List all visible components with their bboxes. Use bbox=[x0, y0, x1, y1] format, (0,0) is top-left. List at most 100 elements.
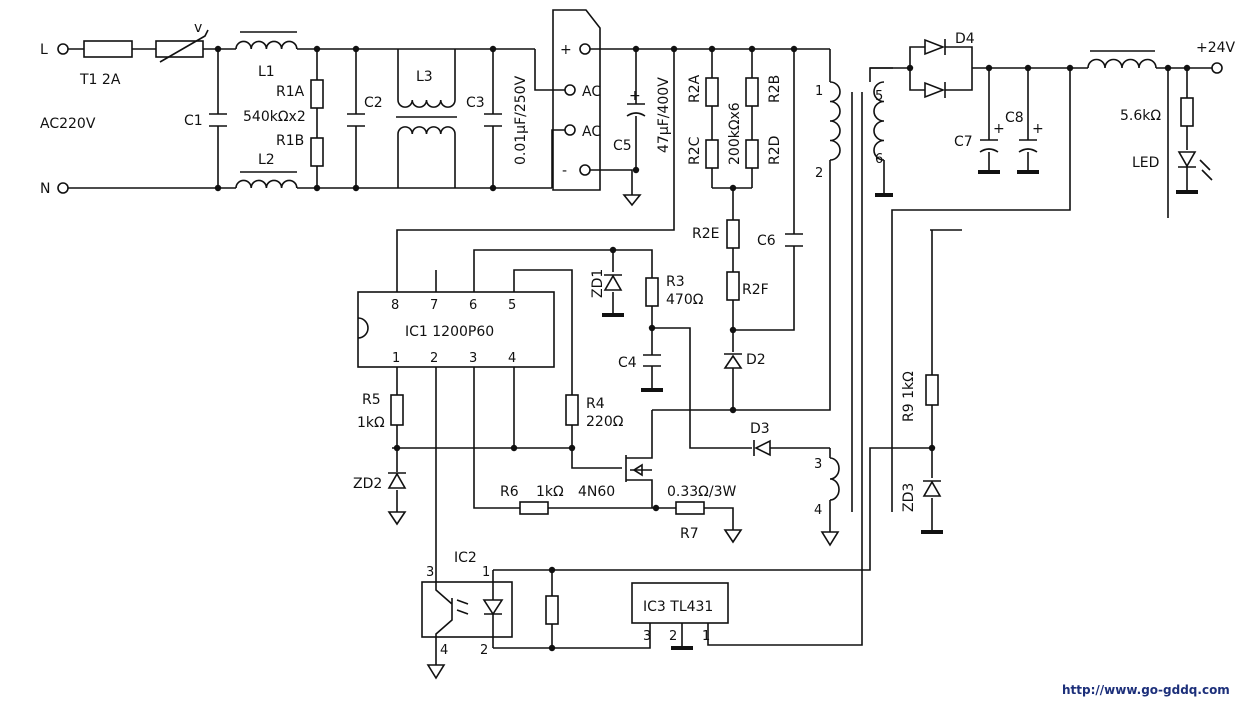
choke-l3-bottom bbox=[397, 126, 456, 135]
c8-label: C8 bbox=[1005, 110, 1024, 126]
fuse bbox=[83, 40, 133, 58]
l2-label: L2 bbox=[258, 152, 275, 168]
zd1-label: ZD1 bbox=[590, 269, 606, 298]
output-voltage: +24V bbox=[1196, 40, 1236, 56]
ic1-pin8: 8 bbox=[391, 298, 399, 313]
primary-winding bbox=[829, 81, 841, 161]
c3-value: 0.01μF/250V bbox=[513, 75, 529, 165]
r6-value: 1kΩ bbox=[536, 484, 564, 500]
c5-plus: + bbox=[629, 88, 641, 104]
r2f-label: R2F bbox=[742, 282, 769, 298]
bridge-rectifier: + AC AC - bbox=[552, 9, 830, 207]
fuse-label: T1 2A bbox=[79, 72, 121, 88]
l1-label: L1 bbox=[258, 64, 275, 80]
ic1-pin6: 6 bbox=[469, 298, 477, 313]
tx-pin5: 5 bbox=[875, 89, 883, 104]
tx-pin2: 2 bbox=[815, 166, 823, 181]
tx-pin6: 6 bbox=[875, 152, 883, 167]
r2e-label: R2E bbox=[692, 226, 719, 242]
r4-label: R4 bbox=[586, 396, 605, 412]
c3-label: C3 bbox=[466, 95, 485, 111]
d2-label: D2 bbox=[746, 352, 766, 368]
l-terminal-label: L bbox=[40, 42, 48, 58]
transformer: 1 2 5 6 3 4 bbox=[652, 49, 893, 547]
choke-l3-top bbox=[397, 99, 456, 108]
c5-value: 47μF/400V bbox=[656, 77, 672, 153]
feedback-section: IC2 3 1 4 2 IC3 TL431 3 2 1 R9 1kΩ ZD3 bbox=[421, 229, 962, 680]
led-resistor-value: 5.6kΩ bbox=[1120, 108, 1161, 124]
ic1-pin5: 5 bbox=[508, 298, 516, 313]
inductor-l2 bbox=[235, 179, 298, 189]
ic1-body bbox=[357, 291, 555, 368]
bridge-plus: + bbox=[560, 42, 572, 58]
drive-section: ZD1 R3 470Ω C4 D3 R4 220Ω 4N60 R5 1kΩ ZD… bbox=[353, 250, 830, 544]
zd2-label: ZD2 bbox=[353, 476, 382, 492]
n-terminal bbox=[57, 182, 69, 194]
c5-label: C5 bbox=[613, 138, 632, 154]
junctions bbox=[214, 45, 1191, 652]
c2-label: C2 bbox=[364, 95, 383, 111]
c8-plus: + bbox=[1032, 121, 1044, 137]
c7-plus: + bbox=[993, 121, 1005, 137]
ic2-pin2: 2 bbox=[480, 643, 488, 658]
ic1-pin4: 4 bbox=[508, 351, 516, 366]
ic3-pin1: 1 bbox=[702, 629, 710, 644]
ic1-pin1: 1 bbox=[392, 351, 400, 366]
startup-network: R2A 200kΩx6 R2B R2C R2D R2E R2F D2 C6 bbox=[687, 49, 803, 410]
input-voltage-label: AC220V bbox=[40, 116, 96, 132]
ic1-controller: IC1 1200P60 8 7 6 5 1 2 3 4 bbox=[357, 49, 675, 575]
ic2-pin1: 1 bbox=[482, 565, 490, 580]
r1-value: 540kΩx2 bbox=[243, 109, 306, 125]
r9-label: R9 1kΩ bbox=[901, 371, 917, 422]
tx-pin4: 4 bbox=[814, 503, 822, 518]
n-terminal-label: N bbox=[40, 181, 50, 197]
ic1-pin3: 3 bbox=[469, 351, 477, 366]
r2a-label: R2A bbox=[687, 74, 703, 103]
ic2-label: IC2 bbox=[454, 550, 477, 566]
mosfet-label: 4N60 bbox=[578, 484, 615, 500]
l-terminal bbox=[57, 43, 69, 55]
ic3-pin3: 3 bbox=[643, 629, 651, 644]
ic3-label: IC3 TL431 bbox=[643, 599, 713, 615]
r2b-label: R2B bbox=[767, 75, 783, 103]
c7-label: C7 bbox=[954, 134, 973, 150]
zd3-label: ZD3 bbox=[901, 483, 917, 512]
varistor-label: v bbox=[194, 20, 202, 36]
ic1-pin2: 2 bbox=[430, 351, 438, 366]
r1a-label: R1A bbox=[276, 84, 305, 100]
r1b-label: R1B bbox=[276, 133, 304, 149]
bridge-ac2: AC bbox=[582, 124, 601, 140]
tx-pin3: 3 bbox=[814, 457, 822, 472]
tx-pin1: 1 bbox=[815, 84, 823, 99]
bridge-minus: - bbox=[562, 163, 567, 179]
r7-value: 0.33Ω/3W bbox=[667, 484, 736, 500]
ic3-tl431 bbox=[631, 582, 729, 624]
r5-value: 1kΩ bbox=[357, 415, 385, 431]
ic2-pin4: 4 bbox=[440, 643, 448, 658]
r6-label: R6 bbox=[500, 484, 519, 500]
r2c-label: R2C bbox=[687, 136, 703, 165]
ic2-pin3: 3 bbox=[426, 565, 434, 580]
c1-label: C1 bbox=[184, 113, 203, 129]
l3-label: L3 bbox=[416, 69, 433, 85]
r3-value: 470Ω bbox=[666, 292, 704, 308]
r5-label: R5 bbox=[362, 392, 381, 408]
inductor-l1 bbox=[235, 40, 298, 50]
output-section: D4 + C7 + C8 +24V 5.6kΩ LED bbox=[891, 31, 1236, 512]
d3-label: D3 bbox=[750, 421, 770, 437]
bulk-capacitor-c5: + C5 47μF/400V bbox=[613, 49, 672, 170]
varistor bbox=[155, 40, 204, 58]
ic2-optocoupler bbox=[421, 581, 513, 638]
ic1-name: IC1 1200P60 bbox=[405, 324, 494, 340]
r2-value: 200kΩx6 bbox=[727, 102, 743, 165]
r3-label: R3 bbox=[666, 274, 685, 290]
r4-value: 220Ω bbox=[586, 414, 624, 430]
led-label: LED bbox=[1132, 155, 1159, 171]
resistor-r1b bbox=[310, 137, 324, 167]
c6-label: C6 bbox=[757, 233, 776, 249]
source-url: http://www.go-gddq.com bbox=[1062, 683, 1230, 697]
r2d-label: R2D bbox=[767, 136, 783, 165]
ic3-pin2: 2 bbox=[669, 629, 677, 644]
d4-label: D4 bbox=[955, 31, 975, 47]
